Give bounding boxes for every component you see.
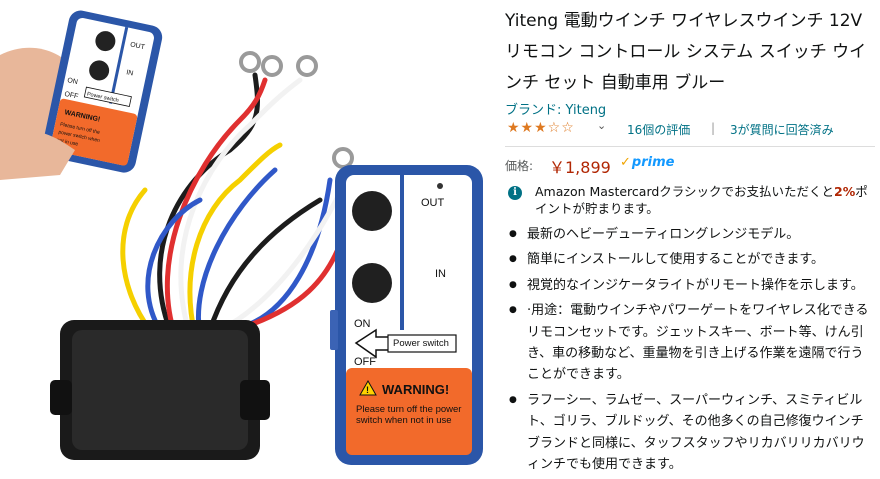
brand-link[interactable]: ブランド: Yiteng	[505, 103, 607, 118]
hand-remote-out-label: OUT	[129, 41, 146, 51]
product-photo-illustration: OUT IN ON OFF Power switch WARNING! Plea…	[0, 10, 483, 465]
feature-bullets: 最新のヘビーデューティロングレンジモデル。 簡単にインストールして使用することが…	[505, 224, 875, 479]
product-image[interactable]: OUT IN ON OFF Power switch WARNING! Plea…	[0, 0, 500, 470]
remote-warning-body: Please turn off the power switch when no…	[356, 404, 462, 426]
svg-text:not in use: not in use	[56, 137, 79, 147]
ratings-count-link[interactable]: 16個の評価	[627, 123, 691, 137]
promo-percent: 2%	[834, 184, 856, 199]
hand-remote-off-label: OFF	[64, 91, 79, 101]
prime-badge: ✓prime	[620, 155, 674, 170]
svg-text:!: !	[366, 385, 369, 395]
feature-bullet: ·用途：電動ウインチやパワーゲートをワイヤレス化できるリモコンセットです。ジェッ…	[505, 300, 875, 386]
remote-warning-label: WARNING!	[382, 382, 450, 397]
info-icon: i	[508, 186, 522, 200]
remote-out-label: OUT	[421, 197, 445, 209]
rating-separator: |	[711, 121, 716, 135]
price-value: ￥1,899	[549, 158, 611, 177]
price-label: 価格:	[505, 159, 534, 173]
feature-bullet: 最新のヘビーデューティロングレンジモデル。	[505, 224, 875, 246]
prime-label: prime	[631, 155, 675, 170]
remote-on-label: ON	[354, 318, 371, 330]
product-title: Yiteng 電動ウインチ ワイヤレスウインチ 12V リモコン コントロール …	[505, 11, 867, 93]
divider	[505, 146, 875, 147]
remote-off-label: OFF	[354, 356, 376, 368]
prime-check-icon: ✓	[620, 155, 631, 170]
product-info-panel: Yiteng 電動ウインチ ワイヤレスウインチ 12V リモコン コントロール …	[505, 0, 875, 472]
promo-prefix: Amazon Mastercardクラシックでお支払いただくと	[535, 184, 835, 199]
remote-power-switch-label: Power switch	[393, 338, 449, 349]
feature-bullet: 視覚的なインジケータライトがリモート操作を示します。	[505, 275, 875, 297]
chevron-down-icon[interactable]: ⌄	[597, 119, 607, 132]
remote-in-label: IN	[435, 268, 446, 280]
star-rating[interactable]: ★★★☆☆	[507, 120, 575, 136]
promo-suffix: ポイントが貯まります。	[535, 184, 868, 216]
answered-questions-link[interactable]: 3が質問に回答済み	[730, 123, 834, 137]
feature-bullet: ラフーシー、ラムゼー、スーパーウィンチ、スミティビルト、ゴリラ、ブルドッグ、その…	[505, 390, 875, 476]
rating-row: ★★★☆☆ ⌄ 16個の評価 | 3が質問に回答済み	[505, 119, 875, 138]
promo-text[interactable]: Amazon Mastercardクラシックでお支払いただくと2%ポイントが貯ま…	[535, 183, 875, 217]
feature-bullet: 簡単にインストールして使用することができます。	[505, 249, 875, 271]
hand-remote-on-label: ON	[67, 77, 79, 86]
hand-remote-in-label: IN	[126, 69, 134, 77]
